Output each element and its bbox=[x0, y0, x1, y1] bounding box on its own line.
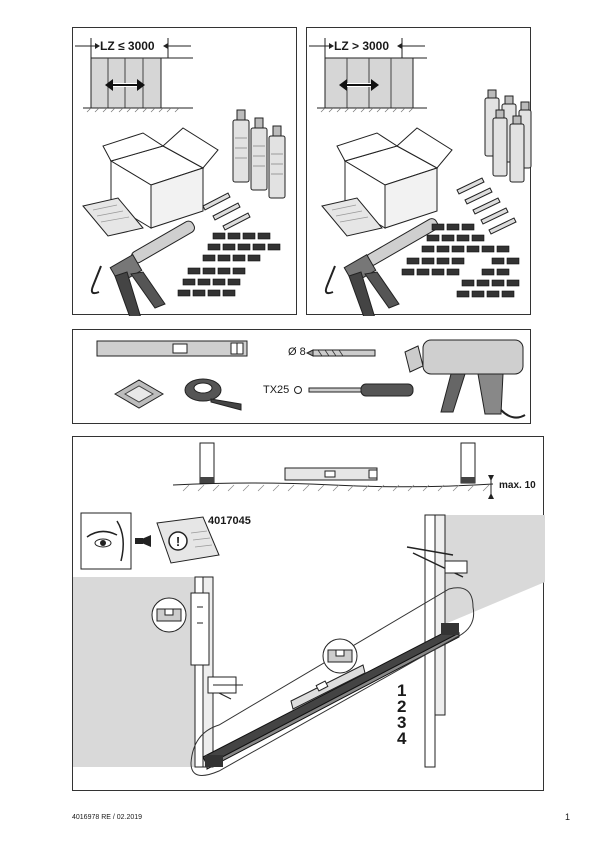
spacer-clips-large bbox=[401, 223, 520, 298]
level-bubble-right bbox=[322, 638, 358, 674]
dimension-label-large: LZ > 3000 bbox=[334, 39, 390, 53]
step-3: 3 bbox=[397, 713, 407, 732]
left-frame bbox=[190, 576, 243, 768]
pad-icon bbox=[114, 379, 164, 409]
bottom-rail bbox=[202, 623, 460, 770]
dimension-label-small: LZ ≤ 3000 bbox=[100, 39, 155, 53]
installation-illustration: ! bbox=[73, 442, 545, 776]
footer-page-number: 1 bbox=[565, 812, 571, 822]
level-bubble-left bbox=[151, 597, 187, 633]
panel-kit-large: LZ > 3000 bbox=[306, 27, 532, 316]
spacer-clips bbox=[177, 232, 281, 297]
step-list: 1 2 3 4 bbox=[397, 681, 407, 748]
tape-roll-icon bbox=[184, 378, 242, 411]
kit-small-illustration bbox=[75, 38, 286, 316]
drill-bit-label: Ø 8 bbox=[288, 346, 306, 358]
panel-kit-small: LZ ≤ 3000 bbox=[72, 27, 297, 316]
kit-large-illustration bbox=[309, 38, 532, 316]
step-4: 4 bbox=[397, 729, 407, 748]
screwdriver-label: TX25 bbox=[263, 384, 290, 396]
spirit-level-icon bbox=[96, 340, 248, 357]
tolerance-label: max. 10 bbox=[499, 480, 536, 491]
step-1: 1 bbox=[397, 681, 407, 700]
document-ref: 4017045 bbox=[208, 515, 251, 527]
highlight-outline bbox=[190, 587, 475, 776]
panel-installation: ! bbox=[72, 436, 545, 791]
floor-level-detail bbox=[172, 442, 494, 499]
power-drill-icon bbox=[404, 339, 526, 419]
svg-text:!: ! bbox=[176, 534, 180, 549]
tools-illustration bbox=[96, 339, 526, 419]
footer-doc-id: 4016978 RE / 02.2019 bbox=[72, 814, 143, 821]
drill-bit-icon bbox=[305, 349, 376, 357]
screwdriver-icon bbox=[294, 383, 414, 397]
read-instructions-icon: ! bbox=[80, 512, 220, 570]
panel-tools: Ø 8 TX25 bbox=[72, 329, 531, 424]
step-2: 2 bbox=[397, 697, 407, 716]
